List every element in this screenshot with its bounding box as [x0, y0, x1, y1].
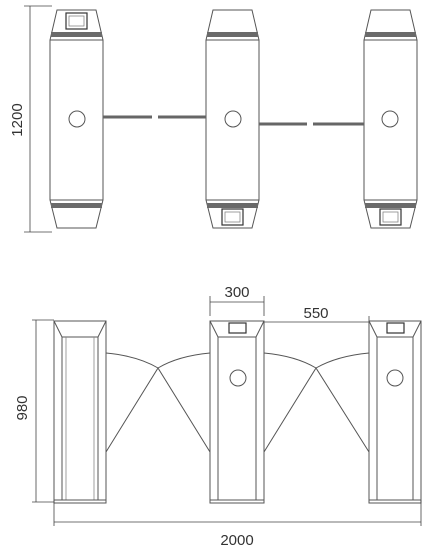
- front-cabinet-right: [368, 320, 422, 504]
- plan-view: 1200: [9, 5, 418, 233]
- card-reader-icon: [68, 110, 86, 128]
- card-reader-icon: [386, 369, 404, 387]
- dimension-front-height: 980: [14, 319, 54, 503]
- plan-flaps: [103, 115, 364, 126]
- dimension-passage-width: 550: [264, 305, 370, 328]
- plan-cabinet-left: [49, 9, 104, 229]
- front-cabinet-left: [53, 320, 107, 504]
- card-reader-icon: [229, 369, 247, 387]
- card-reader-icon: [224, 110, 242, 128]
- plan-height-label: 1200: [9, 103, 26, 136]
- passage-width-label: 550: [303, 305, 328, 322]
- front-flaps: [105, 352, 370, 453]
- front-cabinet-middle: [209, 320, 265, 504]
- dimension-cabinet-width: 300: [209, 284, 265, 316]
- dimension-total-width: 2000: [53, 500, 422, 549]
- total-width-label: 2000: [220, 532, 253, 549]
- plan-cabinet-right: [363, 9, 418, 229]
- plan-cabinet-middle: [205, 9, 260, 229]
- cabinet-width-label: 300: [224, 284, 249, 301]
- dimension-plan-height: 1200: [9, 5, 52, 233]
- front-height-label: 980: [14, 395, 31, 420]
- card-reader-icon: [381, 110, 399, 128]
- front-view: 300 550 980: [14, 284, 422, 549]
